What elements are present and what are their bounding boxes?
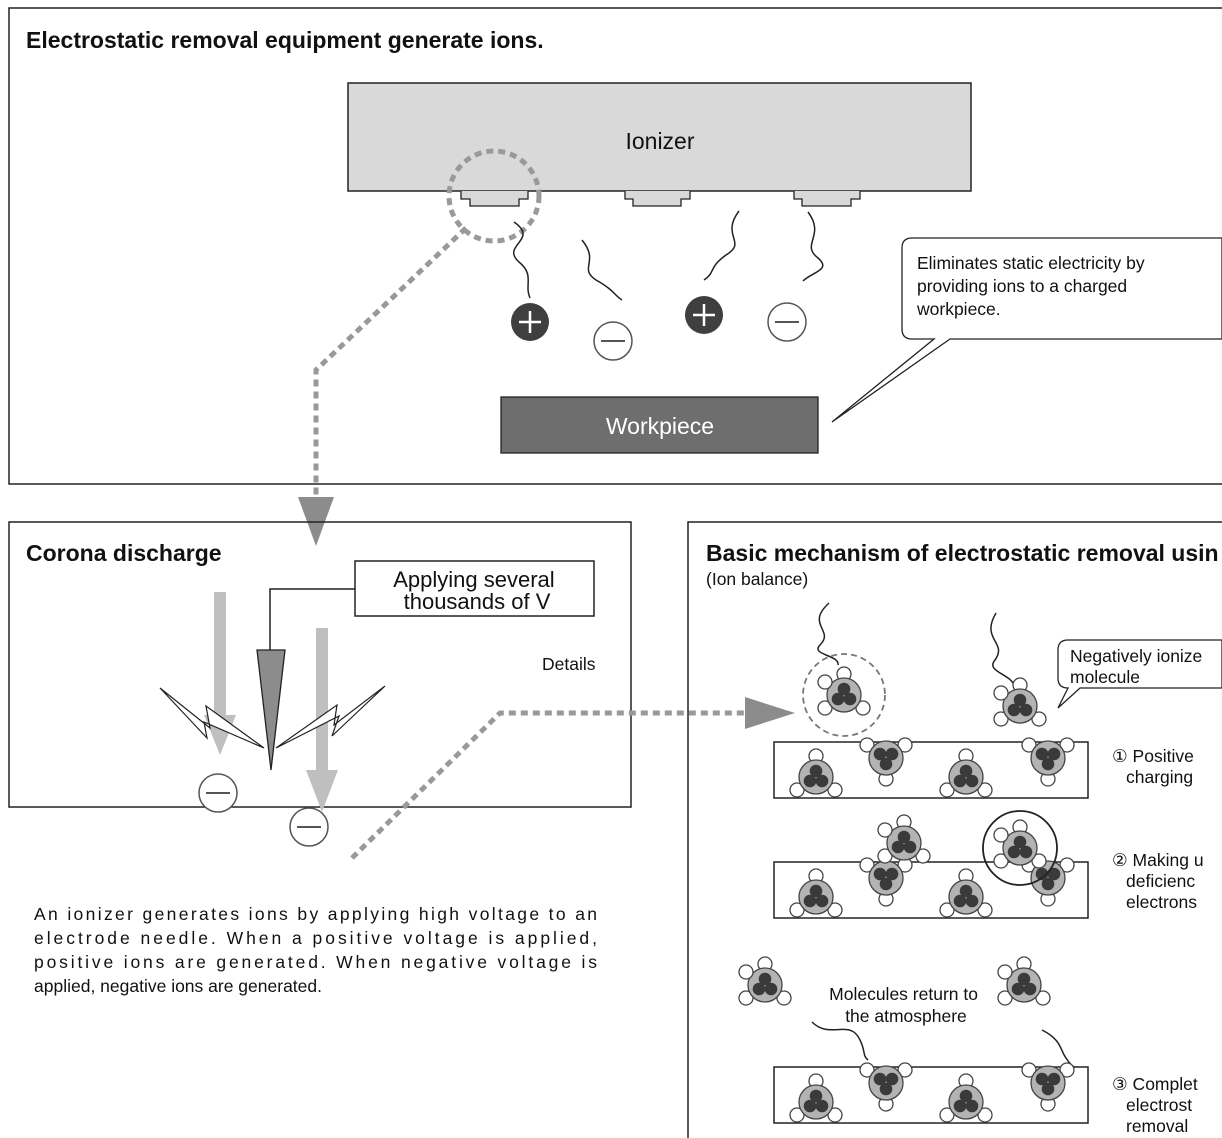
step-line: charging [1126,767,1193,787]
surface-step-2 [773,810,1089,919]
voltage-wire [269,588,355,650]
electrode-nozzle [624,191,691,207]
molecule-icon [878,815,930,863]
positive-ion [511,303,549,341]
description-line: electrode needle. When a positive voltag… [34,928,597,948]
callout-line: Eliminates static electricity by [917,253,1145,273]
voltage-text: Applying several thousands of V [393,567,561,614]
details-arrow-head [745,697,795,729]
workpiece-label: Workpiece [606,413,714,439]
step-line: deficienc [1126,871,1195,891]
callout-bubble: Eliminates static electricity by providi… [831,237,1222,423]
top-panel-title: Electrostatic removal equipment generate… [26,27,544,53]
callout-line: workpiece. [916,299,1001,319]
neg-ion-line: Negatively ionize [1070,646,1202,666]
step-line: ① Positive [1112,746,1194,766]
workpiece: Workpiece [500,396,819,454]
callout-text: Eliminates static electricity by providi… [916,253,1149,319]
description-line: An ionizer generates ions by applying hi… [34,904,597,924]
discharge-sparks [159,685,386,749]
step-line: electrons [1126,892,1197,912]
electrode-nozzle [793,191,861,207]
voltage-line: Applying several [393,567,554,592]
workpiece-body [500,396,819,454]
return-label: Molecules return to the atmosphere [829,984,983,1026]
ion-path [802,211,824,282]
ion-path [811,1021,1077,1069]
ionizer-body [347,82,972,192]
negative-ion [593,321,633,361]
neg-ion-callout-text: Negatively ionize molecule [1070,646,1207,687]
negative-ion [198,773,238,813]
molecule-icon [998,957,1050,1005]
corona-panel-title: Corona discharge [26,540,222,566]
top-panel: Electrostatic removal equipment generate… [8,7,1222,485]
negative-ion [289,807,329,847]
step-line: ② Making u [1112,850,1204,870]
return-line: Molecules return to [829,984,978,1004]
spark-icon [275,685,386,749]
nozzle-highlight-circle [446,148,542,244]
molecule-highlight-circle [802,653,886,737]
electrode-nozzles [460,191,861,207]
description-line: positive ions are generated. When negati… [34,952,597,972]
electrode-nozzle [460,191,529,207]
surface-step-1 [773,737,1089,799]
molecule-icon [994,820,1046,868]
corona-panel: Corona discharge Applying several thousa… [8,521,632,996]
details-connector: Details [350,654,795,860]
ionizer-label: Ionizer [625,128,694,154]
positive-ion [685,296,723,334]
neg-ion-line: molecule [1070,667,1140,687]
molecule-icon [739,957,791,1005]
mechanism-panel: Basic mechanism of electrostatic removal… [687,521,1222,1138]
ion-paths [512,210,824,301]
ion-path [703,210,740,281]
ion-path [817,602,1015,687]
step-line: ③ Complet [1112,1074,1198,1094]
step-line: electrost [1126,1095,1192,1115]
electrode-needle [256,649,286,771]
details-label: Details [542,654,596,674]
neutralized-highlight-circle [982,810,1058,886]
mechanism-panel-subtitle: (Ion balance) [706,569,808,589]
surface-step-3 [773,1062,1089,1124]
ion-path [581,239,623,301]
corona-description: An ionizer generates ions by applying hi… [34,904,605,996]
return-line: the atmosphere [845,1006,967,1026]
step-line: removal [1126,1116,1188,1136]
step-2-label: ② Making u deficienc electrons [1112,850,1208,912]
ionizer: Ionizer [347,82,972,244]
molecule-icon [818,667,870,715]
neg-ion-callout: Negatively ionize molecule [1057,639,1222,709]
step-1-label: ① Positive charging [1112,746,1199,787]
spark-icon [159,687,265,749]
ion-path [512,221,531,299]
voltage-label: Applying several thousands of V [354,560,595,617]
mechanism-panel-frame [687,521,1222,1138]
negative-ion [767,302,807,342]
voltage-line: thousands of V [404,589,551,614]
callout-line: providing ions to a charged [917,276,1127,296]
step-3-label: ③ Complet electrost removal [1112,1074,1203,1136]
description-line: applied, negative ions are generated. [34,976,322,996]
corona-panel-frame [8,521,632,808]
negative-molecule-icon [994,678,1046,726]
mechanism-panel-title: Basic mechanism of electrostatic removal… [706,540,1219,566]
